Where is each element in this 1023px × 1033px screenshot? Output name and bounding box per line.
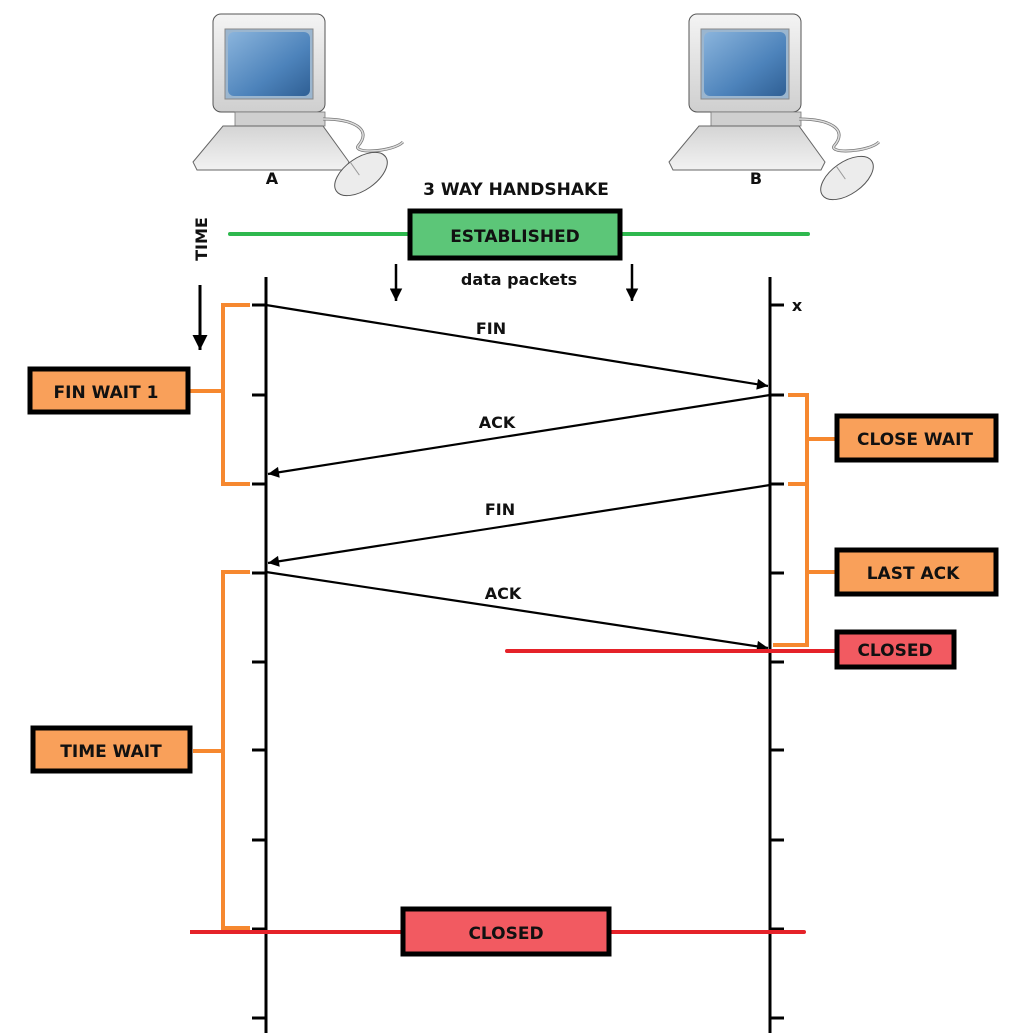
established-label: ESTABLISHED <box>450 227 580 247</box>
state-box-last-ack <box>834 547 999 597</box>
close-wait-bracket <box>773 393 809 647</box>
state-box-fin-wait-1 <box>27 366 191 415</box>
state-box-close-wait <box>834 413 999 463</box>
message-arrow-fin-a-to-b <box>265 303 769 390</box>
time-wait-bracket <box>221 570 250 930</box>
computer-a-icon <box>192 13 405 197</box>
computer-b-icon <box>668 13 881 201</box>
message-arrow-fin-b-to-a <box>267 483 771 567</box>
message-label-fin-1: FIN <box>476 319 506 338</box>
state-box-time-wait <box>30 725 193 774</box>
state-box-closed-a <box>400 906 612 957</box>
state-label-closed-b: CLOSED <box>857 641 932 661</box>
host-b-label: B <box>750 169 762 188</box>
data-packets-label: data packets <box>461 270 577 289</box>
state-label-time-wait: TIME WAIT <box>60 742 162 762</box>
message-label-ack-2: ACK <box>485 584 522 603</box>
lifeline-b-ticks <box>770 303 784 1020</box>
established-state-box <box>407 208 623 261</box>
message-label-ack-1: ACK <box>479 413 516 432</box>
state-label-close-wait: CLOSE WAIT <box>857 430 973 450</box>
state-label-fin-wait-1: FIN WAIT 1 <box>54 383 159 403</box>
lifeline-a-ticks <box>252 303 266 1020</box>
host-a-label: A <box>266 169 279 188</box>
marker-x-label: x <box>792 296 803 315</box>
fin-wait-1-bracket <box>221 303 250 486</box>
message-label-fin-2: FIN <box>485 500 515 519</box>
state-label-last-ack: LAST ACK <box>867 564 960 584</box>
time-axis-label: TIME <box>192 217 211 261</box>
handshake-title: 3 WAY HANDSHAKE <box>423 180 609 200</box>
message-arrow-ack-a-to-b <box>265 570 769 652</box>
message-arrow-ack-b-to-a <box>267 393 771 478</box>
state-box-closed-b <box>834 629 957 670</box>
state-label-closed-a: CLOSED <box>468 924 543 944</box>
